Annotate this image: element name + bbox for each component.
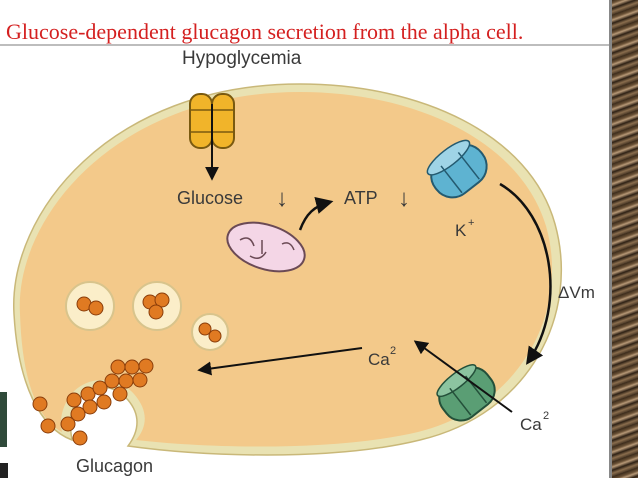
glucose-decrease-arrow: ↓ [276,185,288,212]
calcium-channel [436,364,496,422]
hypoglycemia-label: Hypoglycemia [182,48,302,69]
atp-decrease-arrow: ↓ [398,185,410,212]
decorative-bark-border [612,0,638,478]
delta-vm-label: ΔVm [558,283,595,302]
decorative-left-strip [0,392,7,447]
alpha-cell-diagram: Hypoglycemia Glucose ↓ ATP ↓ K + ΔVm Ca … [13,48,595,476]
calcium-inside-label: Ca [368,350,390,369]
title-divider [0,44,612,46]
calcium-inside-charge: 2 [390,345,396,357]
potassium-label: K [455,221,467,240]
metabolism-arrow [298,196,334,231]
potassium-charge: + [468,217,474,229]
glucagon-label: Glucagon [76,456,153,476]
granule-vesicle [191,313,229,351]
mitochondrion [226,221,306,273]
glucagon-granules-docked [104,358,154,402]
calcium-signal-arrow [197,347,363,376]
calcium-outside-charge: 2 [543,410,549,422]
depolarization-arrow [499,182,552,365]
granule-vesicle [65,281,115,331]
calcium-outside-label: Ca [520,415,542,434]
glucagon-granules-released [32,380,112,446]
slide-title: Glucose-dependent glucagon secretion fro… [6,19,524,44]
atp-label: ATP [344,188,378,208]
glucose-label: Glucose [177,188,243,208]
k-atp-channel [426,139,488,199]
decorative-border-line [609,0,612,478]
decorative-bottom-strip [0,463,8,478]
granule-vesicle [132,281,182,331]
calcium-influx-arrow [413,340,513,413]
